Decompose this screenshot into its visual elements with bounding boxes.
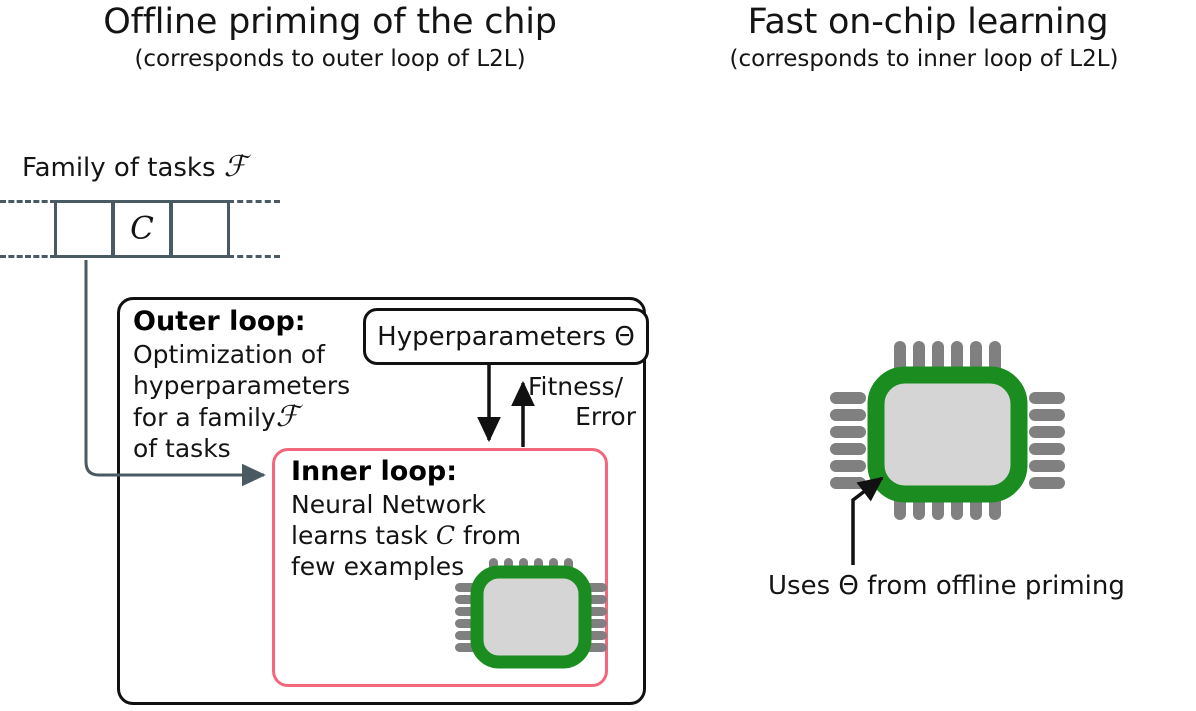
fitness-error-line-1: Fitness/ (528, 372, 624, 401)
task-to-inner-loop-connector (84, 260, 266, 487)
task-family-strip: C (0, 200, 290, 262)
fitness-error-label: Fitness/ Error (528, 372, 636, 432)
inner-loop-line-2: learns task C from (291, 520, 581, 551)
right-panel-title: Fast on-chip learning (747, 2, 1109, 42)
hyperparameters-box[interactable]: Hyperparameters Θ (363, 308, 649, 365)
right-panel-caption: Uses Θ from offline priming (768, 570, 1125, 602)
task-cell-0[interactable] (54, 200, 114, 258)
theta-symbol: Θ (614, 321, 635, 352)
outer-loop-family-symbol: ℱ (275, 399, 299, 433)
inner-loop-task-symbol: C (435, 521, 456, 550)
caption-pre: Uses (768, 571, 839, 601)
task-cell-1[interactable]: C (112, 200, 172, 258)
outer-loop-line-3: of tasks (133, 434, 231, 463)
chip-large-pins-right (1029, 392, 1065, 489)
outer-loop-heading: Outer loop: (133, 306, 306, 337)
family-symbol: ℱ (223, 149, 247, 183)
right-panel-subtitle: (corresponds to inner loop of L2L) (729, 46, 1119, 72)
inner-loop-text: Inner loop: Neural Network learns task C… (291, 455, 581, 582)
family-of-tasks-text: Family of tasks (22, 153, 216, 183)
outer-loop-line-2-text: for a family (133, 403, 276, 432)
task-strip-dash-bottom-left (0, 255, 56, 258)
chip-large-ring (867, 366, 1028, 503)
task-strip-dash-top-left (0, 200, 56, 203)
inner-loop-heading: Inner loop: (291, 456, 457, 487)
task-strip-dash-top-right (228, 200, 280, 203)
outer-loop-line-1: hyperparameters (133, 371, 351, 400)
left-panel-title: Offline priming of the chip (103, 2, 557, 42)
left-panel-subtitle: (corresponds to outer loop of L2L) (134, 46, 526, 72)
caption-theta-symbol: Θ (838, 571, 859, 601)
hyperparameters-label: Hyperparameters Θ (377, 322, 635, 352)
task-cell-label-c: C (130, 210, 154, 247)
outer-loop-text: Outer loop: Optimization of hyperparamet… (133, 305, 363, 464)
chip-large-pins-left (830, 392, 866, 489)
caption-to-chip-arrow (851, 476, 884, 565)
fitness-error-line-2: Error (575, 402, 636, 431)
inner-loop-line-1: Neural Network (291, 490, 486, 519)
outer-loop-line-2: for a familyℱ (133, 401, 363, 433)
inner-loop-line-2-post: from (455, 521, 522, 550)
outer-loop-line-0: Optimization of (133, 340, 325, 369)
inner-loop-line-3: few examples (291, 552, 465, 581)
inner-loop-line-2-pre: learns task (291, 521, 436, 550)
caption-post: from offline priming (858, 571, 1125, 601)
task-strip-dash-bottom-right (228, 255, 280, 258)
chip-small-ring (470, 565, 592, 669)
hyperparameters-label-text: Hyperparameters (377, 321, 607, 352)
task-cell-2[interactable] (170, 200, 230, 258)
family-of-tasks-label: Family of tasks ℱ (22, 150, 247, 184)
